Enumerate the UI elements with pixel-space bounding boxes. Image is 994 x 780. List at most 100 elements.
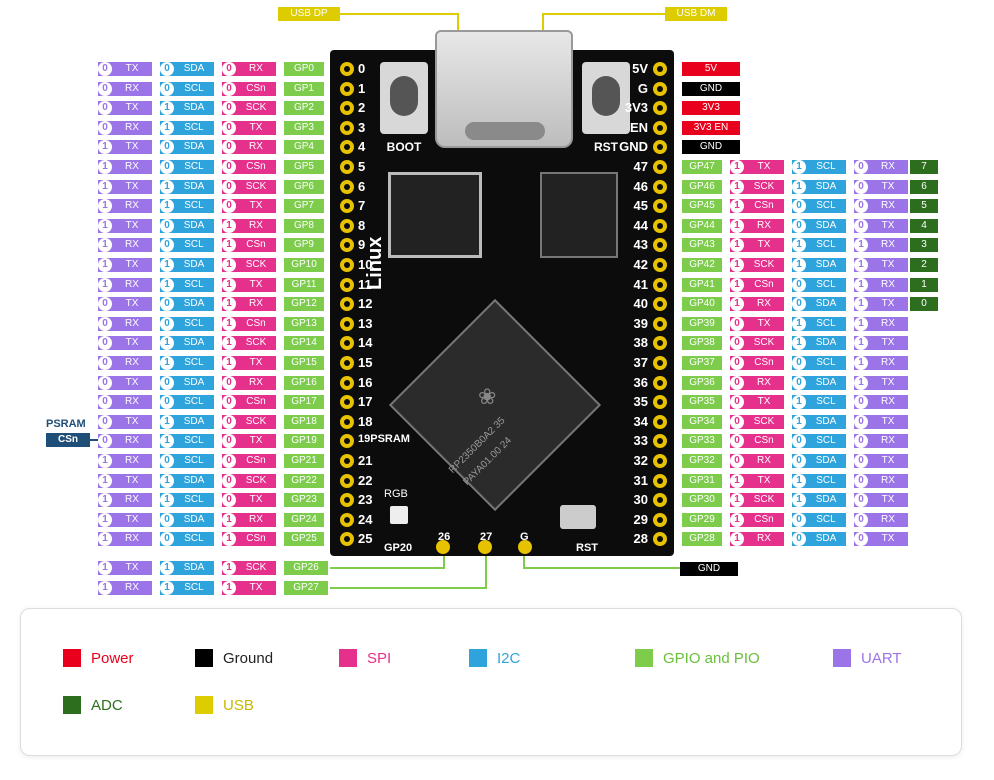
pin-number: 1 [358, 80, 366, 96]
pin-function: SCL [816, 435, 836, 447]
gpio-label: GP35 [682, 395, 722, 410]
silk-rst: RST [576, 542, 598, 554]
pin-function: RX [757, 376, 771, 388]
pin-number: 31 [633, 472, 648, 488]
rst-button[interactable] [582, 62, 630, 134]
bus-number: 1 [98, 493, 112, 508]
bus-number: 1 [854, 356, 868, 370]
pad-26 [436, 540, 450, 554]
bus-number: 1 [160, 120, 174, 135]
bus-number: 0 [854, 179, 868, 194]
gpio-label: GP32 [682, 454, 722, 468]
bus-number: 1 [160, 581, 174, 595]
pin-function: SDA [183, 102, 205, 114]
bus-number: 0 [160, 395, 174, 410]
bus-number: 1 [792, 395, 806, 410]
power-label: 3V3 [682, 101, 740, 116]
pin-pad [653, 434, 667, 449]
pin-function: SCK [753, 337, 775, 349]
bus-number: 0 [160, 238, 174, 253]
pin-number: 43 [633, 237, 648, 253]
pin-number: 3 [358, 119, 366, 135]
pin-function: TX [125, 141, 139, 153]
pin-pad [340, 258, 354, 272]
pin-function: SDA [183, 298, 205, 310]
pin-function: SDA [183, 63, 205, 74]
bus-number: 0 [222, 140, 236, 155]
bus-number: 0 [222, 493, 236, 508]
bus-number: 1 [160, 101, 174, 116]
bus-number: 0 [98, 336, 112, 351]
bus-number: 1 [854, 258, 868, 272]
legend-label: UART [861, 649, 902, 667]
bus-number: 0 [854, 160, 868, 174]
pin-pad [653, 81, 667, 96]
usb-c-connector [435, 30, 573, 148]
bus-number: 0 [222, 81, 236, 96]
bus-number: 0 [222, 454, 236, 468]
pin-pad [340, 375, 354, 390]
pin-function: SCK [245, 180, 267, 192]
pin-function: TX [757, 161, 771, 172]
pin-function: SCK [753, 180, 775, 192]
pin-pad [653, 316, 667, 331]
bus-number: 1 [854, 297, 868, 312]
bus-number: 1 [222, 316, 236, 331]
pin-function: SDA [183, 219, 205, 231]
pin-number: GND [619, 139, 648, 155]
pin-pad [653, 336, 667, 351]
bus-number: 1 [730, 258, 744, 272]
gpio-label: GP24 [284, 512, 324, 527]
bus-number: 1 [98, 160, 112, 174]
pin-function: TX [125, 562, 139, 573]
bus-number: 0 [792, 277, 806, 292]
pin-function: SDA [183, 376, 205, 388]
pin-function: SCL [184, 396, 204, 408]
pin-function: CSn [246, 161, 266, 172]
pin-pad [653, 493, 667, 508]
boot-button[interactable] [380, 62, 428, 134]
gpio-label: GP4 [284, 140, 324, 155]
i2c-label: 1 SDA [160, 101, 214, 116]
gpio-label: GP15 [284, 356, 324, 370]
pin-function: TX [249, 435, 263, 447]
pin-function: SDA [183, 259, 205, 270]
pin-function: SCL [184, 161, 204, 172]
gpio-label: GP37 [682, 356, 722, 370]
pin-function: SDA [183, 415, 205, 427]
legend-item-usb: USB [195, 696, 254, 714]
gpio-label: GP41 [682, 277, 722, 292]
legend-item-gpio: GPIO and PIO [635, 649, 760, 667]
gpio-label: GP10 [284, 258, 324, 272]
bus-number: 1 [160, 434, 174, 449]
pin-function: RX [757, 533, 771, 545]
pin-number: 8 [358, 217, 366, 233]
pin-function: TX [757, 239, 771, 251]
